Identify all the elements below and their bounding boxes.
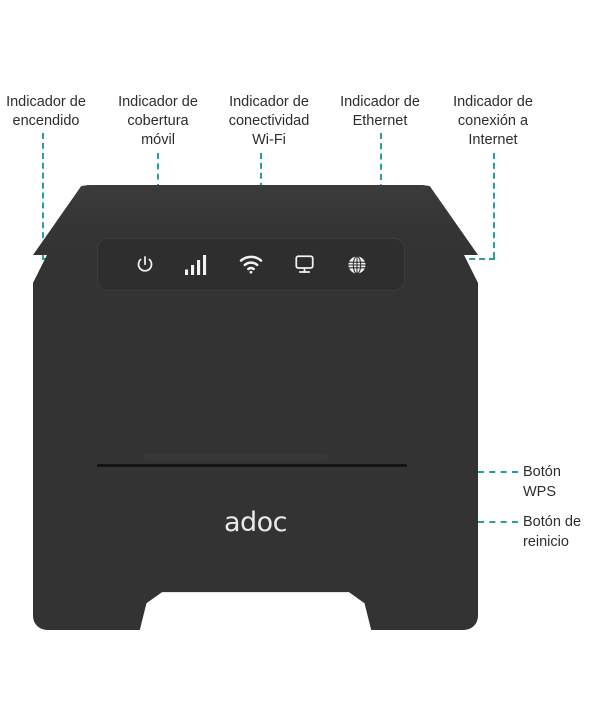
leader-internet-vertical (493, 153, 495, 258)
brand-logo: adoc (223, 507, 288, 538)
signal-bars-icon (183, 252, 213, 278)
wifi-icon (236, 252, 266, 278)
callout-label-internet: Indicador de conexión a Internet (453, 94, 533, 148)
callout-label-reset: Botón de reinicio (523, 514, 582, 550)
leader-ethernet-vertical-upper (380, 133, 382, 221)
callout-label-wifi: Indicador de conectividad Wi-Fi (228, 94, 310, 148)
router-device: adoc (33, 185, 478, 630)
ethernet-monitor-icon (289, 252, 319, 278)
globe-icon (342, 252, 372, 278)
leader-wps-horizontal (478, 471, 518, 473)
leader-reset-horizontal (478, 521, 518, 523)
callout-label-ethernet: Indicador de Ethernet (340, 94, 420, 129)
indicator-panel (97, 238, 405, 291)
router-seam-highlight (143, 453, 328, 461)
callout-label-mobile-coverage: Indicador de cobertura móvil (118, 94, 198, 148)
callout-label-wps: Botón WPS (523, 464, 561, 500)
power-icon (130, 252, 160, 278)
callout-label-power: Indicador de encendido (6, 94, 86, 129)
router-seam-line (97, 464, 407, 467)
